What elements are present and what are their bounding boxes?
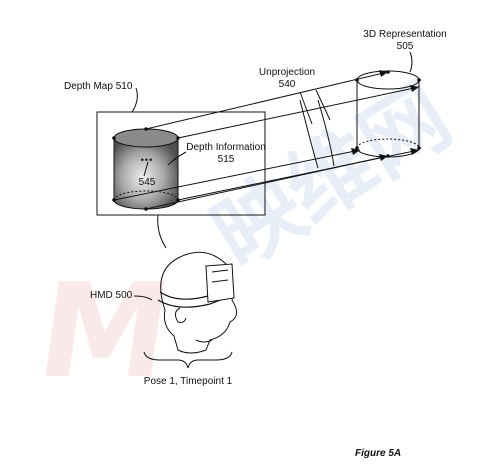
depth-cylinder-top [113, 128, 179, 148]
leader-540a [299, 91, 313, 125]
label-depth-information: Depth Information 515 [186, 142, 266, 165]
ray-bottom-back [113, 149, 361, 201]
leader-515 [167, 151, 187, 166]
label-unprojection: Unprojection 540 [258, 67, 316, 90]
ray-top-front [177, 86, 420, 139]
cylinder-ellipsis: ••• [140, 155, 154, 165]
label-pose: Pose 1, Timepoint 1 [143, 376, 233, 387]
label-545: 545 [138, 177, 156, 188]
leader-540b [315, 89, 331, 121]
figure-caption: Figure 5A [355, 448, 402, 459]
leader-540d [317, 99, 335, 167]
depth-map-frame [96, 111, 266, 216]
leader-hmd [133, 295, 153, 301]
leader-505 [409, 51, 413, 73]
head-outline [160, 251, 237, 354]
depth-map-tether [157, 214, 167, 249]
leader-510 [131, 87, 138, 113]
ray-mid [177, 149, 420, 201]
label-hmd: HMD 500 [90, 290, 133, 301]
label-3d-representation: 3D Representation 505 [363, 29, 447, 52]
leader-545 [143, 161, 149, 177]
hmd-visor [205, 263, 235, 303]
vertex-dots [112, 70, 421, 211]
ear [174, 307, 187, 323]
label-depth-map: Depth Map 510 [64, 81, 133, 92]
leader-540c [299, 99, 319, 169]
pose-brace [143, 351, 233, 369]
ray-top-back [145, 71, 389, 130]
